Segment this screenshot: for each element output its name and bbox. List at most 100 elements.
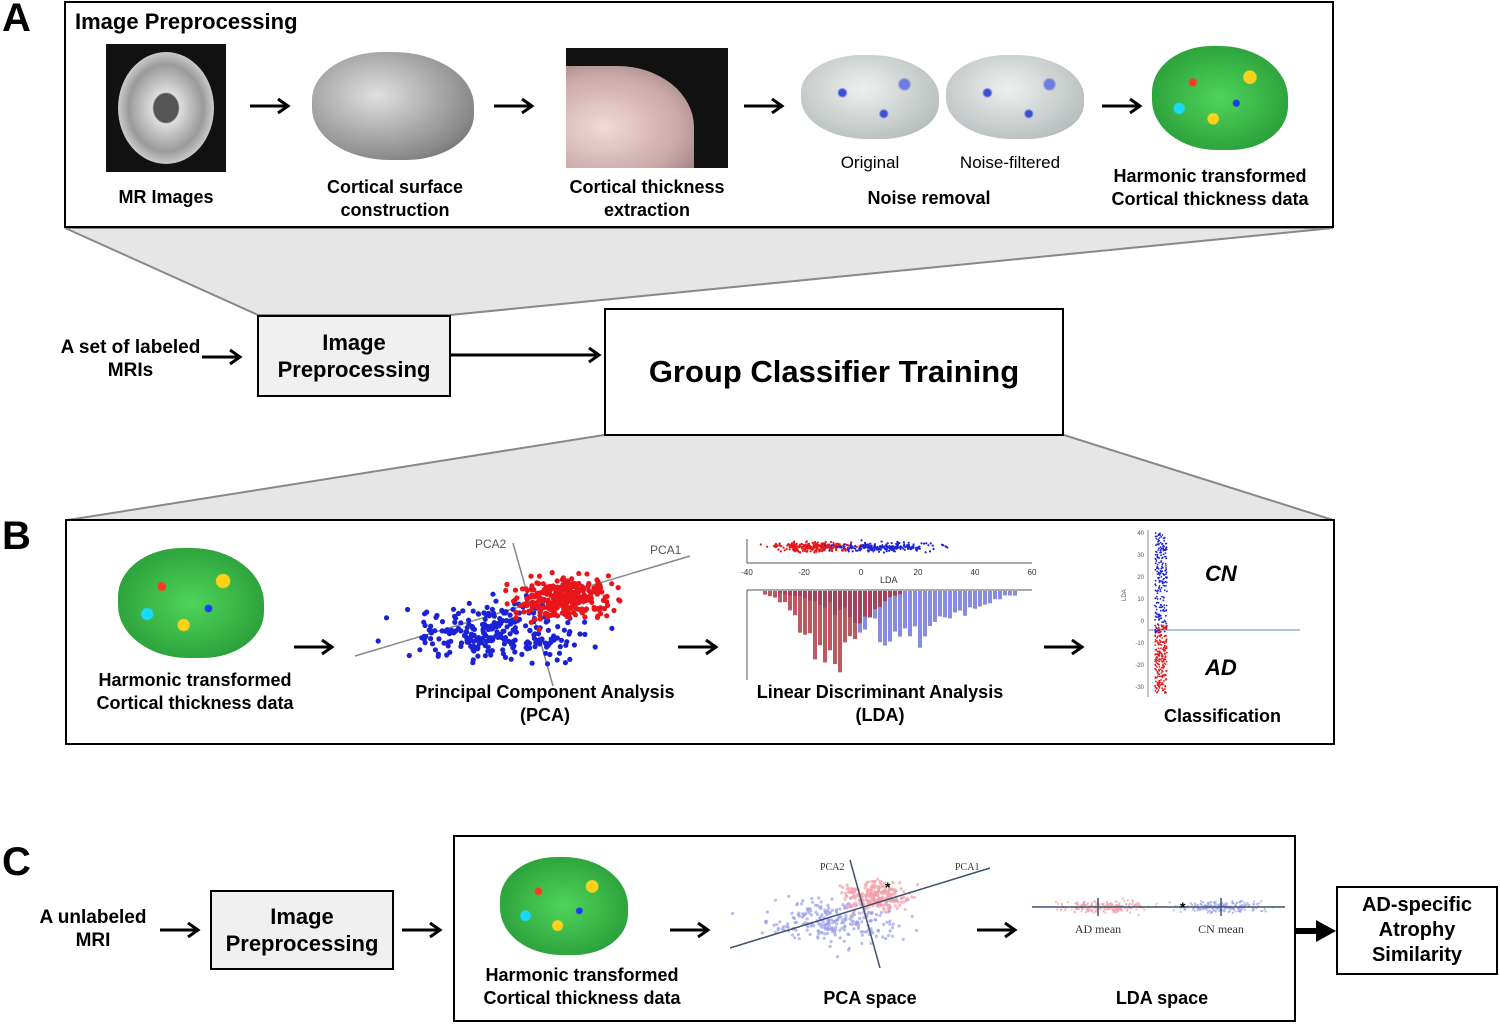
cn-point bbox=[1165, 567, 1167, 569]
cn-point bbox=[1155, 558, 1157, 561]
cn-point bbox=[484, 604, 490, 610]
ad-point bbox=[521, 609, 527, 615]
cn-point bbox=[1157, 616, 1159, 619]
cn-point bbox=[458, 620, 464, 626]
cn-point bbox=[851, 545, 854, 548]
ad-point bbox=[1154, 639, 1157, 641]
cn-point bbox=[1158, 606, 1161, 609]
cn-point bbox=[566, 631, 572, 637]
ad-point bbox=[1154, 660, 1156, 663]
lda-histogram-bar bbox=[878, 591, 882, 607]
ad-point bbox=[1162, 659, 1165, 661]
ad-point bbox=[1165, 692, 1168, 694]
cn-point bbox=[502, 635, 509, 641]
cn-point bbox=[880, 540, 883, 543]
cn-point bbox=[1154, 629, 1157, 632]
ad-point bbox=[536, 573, 543, 579]
cn-point bbox=[548, 639, 554, 645]
ad-point bbox=[1080, 907, 1083, 910]
cn-point bbox=[1172, 909, 1175, 912]
cn-point bbox=[881, 935, 885, 939]
cn-point bbox=[1196, 909, 1199, 912]
ad-point bbox=[1156, 676, 1158, 679]
cn-point bbox=[436, 636, 442, 642]
ad-point bbox=[586, 595, 592, 601]
panel-c-input-label: A unlabeled MRI bbox=[39, 907, 147, 951]
cn-point bbox=[512, 625, 518, 631]
cn-point bbox=[820, 913, 824, 917]
lda-histogram-bar bbox=[843, 591, 847, 643]
ad-point bbox=[1104, 911, 1107, 914]
ad-point bbox=[1102, 910, 1105, 913]
cn-point bbox=[1164, 580, 1167, 583]
cn-point bbox=[871, 546, 875, 549]
ad-point bbox=[579, 610, 585, 616]
cn-point bbox=[897, 924, 901, 928]
ad-point bbox=[605, 573, 611, 579]
cn-point bbox=[1165, 557, 1168, 560]
ad-point bbox=[1161, 628, 1164, 631]
cn-point bbox=[461, 632, 468, 639]
ad-point bbox=[847, 544, 850, 547]
cn-point bbox=[473, 637, 479, 643]
ad-point bbox=[910, 895, 914, 899]
ad-point bbox=[526, 608, 532, 615]
cn-point bbox=[1223, 909, 1226, 913]
cn-point bbox=[1163, 607, 1166, 609]
cn-point bbox=[406, 652, 412, 659]
ad-point bbox=[868, 895, 872, 899]
cn-point bbox=[820, 925, 824, 929]
ad-point bbox=[782, 546, 785, 549]
cn-point bbox=[1257, 904, 1260, 907]
ad-point bbox=[868, 892, 872, 896]
ad-point bbox=[1161, 676, 1164, 678]
ad-point bbox=[844, 894, 848, 898]
cn-point bbox=[888, 919, 892, 923]
cn-point bbox=[1163, 630, 1166, 633]
cn-point bbox=[842, 925, 847, 929]
cn-point bbox=[844, 918, 848, 922]
cn-point bbox=[849, 914, 853, 918]
cn-point bbox=[852, 927, 856, 931]
ad-point bbox=[902, 890, 906, 894]
ad-point bbox=[1156, 683, 1159, 686]
cn-point bbox=[1155, 560, 1158, 562]
cn-point bbox=[1160, 536, 1162, 538]
ad-point bbox=[604, 613, 610, 619]
ad-point bbox=[1110, 903, 1113, 906]
ad-point bbox=[596, 606, 602, 612]
ad-point bbox=[1094, 904, 1098, 907]
lda-histogram-bar bbox=[938, 591, 942, 617]
ad-point bbox=[882, 881, 886, 885]
ad-point bbox=[1161, 648, 1164, 651]
cn-point bbox=[843, 928, 847, 932]
cn-point bbox=[827, 906, 831, 910]
ad-point bbox=[900, 897, 904, 901]
ad-point bbox=[891, 881, 895, 885]
cn-point bbox=[864, 542, 867, 546]
ad-point bbox=[577, 596, 583, 602]
cn-point bbox=[786, 922, 790, 926]
cn-point bbox=[861, 930, 865, 934]
cn-point bbox=[433, 614, 439, 620]
cn-point bbox=[915, 549, 918, 552]
cn-point bbox=[1159, 609, 1162, 612]
noise-filtered-image bbox=[946, 55, 1084, 139]
cn-point bbox=[491, 620, 497, 626]
cn-point bbox=[486, 613, 492, 619]
ad-point bbox=[893, 888, 897, 892]
cn-point bbox=[823, 910, 827, 914]
cn-point bbox=[807, 911, 811, 915]
ad-point bbox=[585, 583, 591, 589]
cn-point bbox=[1209, 901, 1212, 904]
cn-point bbox=[1232, 908, 1235, 911]
ad-point bbox=[850, 890, 854, 894]
cn-point bbox=[493, 598, 499, 604]
ad-point bbox=[1076, 904, 1079, 907]
step-c2-label: PCA space bbox=[823, 988, 917, 1008]
cn-point bbox=[796, 913, 800, 917]
cn-point bbox=[532, 631, 538, 637]
ad-point bbox=[838, 884, 842, 888]
ad-point bbox=[1154, 676, 1157, 679]
